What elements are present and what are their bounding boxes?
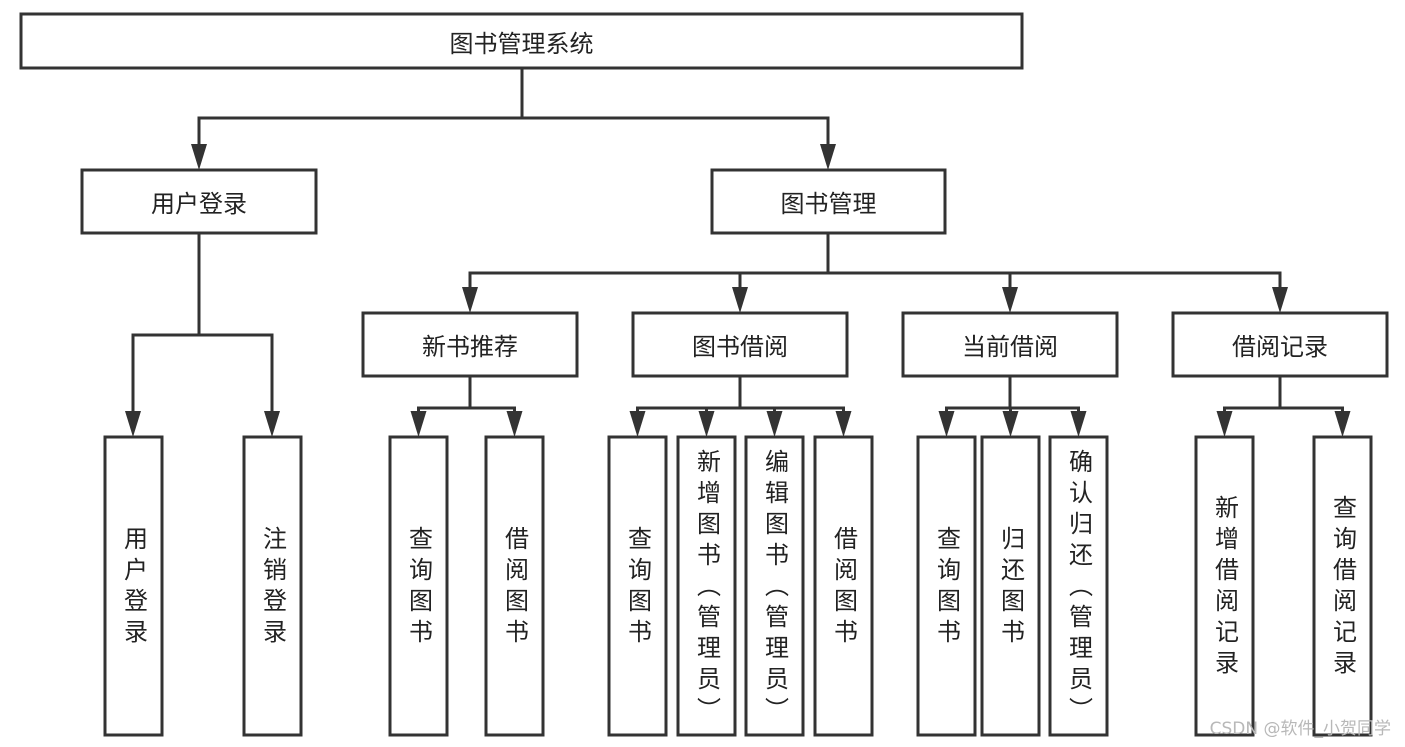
node-label: 图书借阅	[692, 333, 788, 361]
leaf-node-box	[916, 435, 977, 737]
leaf-node-box	[744, 435, 805, 737]
leaf-node-label: 查询图书	[932, 526, 961, 650]
arrow-head-icon	[766, 411, 783, 437]
node-label: 图书管理系统	[449, 29, 594, 58]
node-box	[901, 311, 1119, 378]
leaf-node: 查询图书	[918, 441, 975, 735]
leaf-node-label: 借阅图书	[829, 526, 858, 650]
leaf-node-box	[607, 435, 668, 737]
leaf-node-label: 归还图书	[996, 526, 1025, 650]
leaf-node-box	[484, 435, 545, 737]
arrow-head-icon	[506, 411, 523, 437]
leaf-node-box	[1048, 435, 1109, 737]
node-label: 新书推荐	[422, 333, 518, 361]
leaf-node: 新增借阅记录	[1196, 441, 1253, 735]
leaf-node: 借阅图书	[815, 441, 872, 735]
arrow-head-icon	[1216, 411, 1233, 437]
leaf-node-box	[103, 435, 164, 737]
leaf-node-box	[676, 435, 737, 737]
leaf-node: 用户登录	[105, 441, 162, 735]
arrow-head-icon	[1334, 411, 1351, 437]
leaf-node-label: 确认归还（管理员）	[1064, 448, 1093, 728]
leaf-node-box	[980, 435, 1041, 737]
arrow-head-icon	[1002, 411, 1019, 437]
node-label: 用户登录	[151, 190, 247, 218]
leaf-node-box	[813, 435, 874, 737]
connector-line	[636, 406, 845, 417]
leaf-node: 查询图书	[609, 441, 666, 735]
leaf-node-label: 查询图书	[623, 526, 652, 650]
connector-line	[131, 333, 274, 417]
arrow-head-icon	[125, 411, 141, 437]
arrow-head-icon	[410, 411, 427, 437]
leaf-node-label: 用户登录	[119, 526, 148, 650]
leaf-node-box	[388, 435, 449, 737]
arrow-head-icon	[629, 411, 646, 437]
leaf-node-box	[1194, 435, 1255, 737]
connector-line	[197, 116, 830, 150]
leaf-node: 编辑图书（管理员）	[746, 441, 803, 735]
leaf-node-label: 查询图书	[404, 526, 433, 650]
arrow-head-icon	[191, 144, 207, 170]
leaf-node-box	[242, 435, 303, 737]
connector-line	[417, 406, 516, 417]
leaf-node-label: 注销登录	[258, 526, 287, 650]
leaf-node: 查询借阅记录	[1314, 441, 1371, 735]
arrow-head-icon	[1002, 287, 1018, 313]
arrow-head-icon	[1070, 411, 1087, 437]
node-box	[1171, 311, 1389, 378]
arrow-head-icon	[732, 287, 748, 313]
node-box	[710, 168, 947, 235]
leaf-node-label: 查询借阅记录	[1328, 495, 1357, 681]
node-label: 图书管理	[780, 190, 877, 218]
node-box	[19, 12, 1024, 70]
node-label: 借阅记录	[1232, 333, 1328, 361]
leaf-node: 确认归还（管理员）	[1050, 441, 1107, 735]
connector-line	[468, 271, 1282, 293]
watermark: CSDN @软件_小贺同学	[1209, 719, 1391, 739]
arrow-head-icon	[835, 411, 852, 437]
arrow-head-icon	[462, 287, 478, 313]
arrow-head-icon	[698, 411, 715, 437]
leaf-node: 新增图书（管理员）	[678, 441, 735, 735]
leaf-node: 归还图书	[982, 441, 1039, 735]
leaf-node-label: 新增借阅记录	[1210, 495, 1239, 681]
arrow-head-icon	[1272, 287, 1288, 313]
leaf-node: 借阅图书	[486, 441, 543, 735]
leaf-node-box	[1312, 435, 1373, 737]
arrow-head-icon	[820, 144, 836, 170]
arrow-head-icon	[938, 411, 955, 437]
connector-line	[1223, 406, 1344, 417]
node-box	[631, 311, 849, 378]
leaf-node: 查询图书	[390, 441, 447, 735]
leaf-node-label: 编辑图书（管理员）	[760, 448, 789, 728]
node-box	[361, 311, 579, 378]
leaf-node-label: 新增图书（管理员）	[692, 448, 721, 728]
leaf-node: 注销登录	[244, 441, 301, 735]
node-label: 当前借阅	[962, 333, 1058, 361]
arrow-head-icon	[264, 411, 280, 437]
leaf-node-label: 借阅图书	[500, 526, 529, 650]
